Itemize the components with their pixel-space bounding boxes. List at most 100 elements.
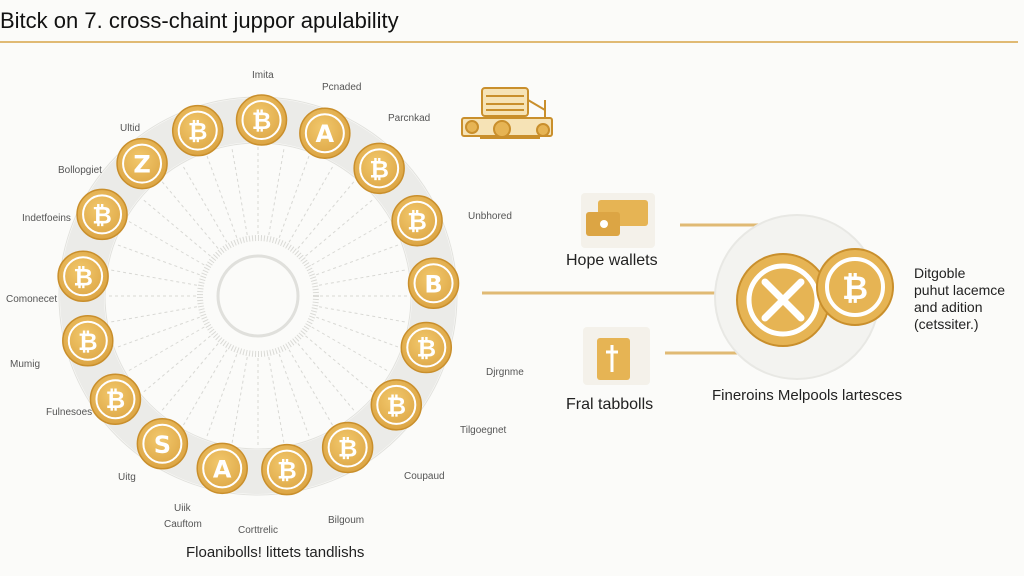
svg-text:₿: ₿ — [73, 263, 93, 291]
svg-text:₿: ₿ — [387, 392, 407, 420]
spoke-line — [278, 354, 310, 438]
spoke-line — [305, 335, 374, 393]
coin-icon: ₿ — [391, 194, 443, 247]
fral-tabbolls-label: Fral tabbolls — [566, 396, 654, 413]
coin-icon: ₿ — [400, 321, 453, 374]
spoke-line — [278, 154, 310, 238]
fineroins-label: Fineroins Melpools lartesces — [712, 387, 903, 404]
right-line: and adition — [914, 299, 983, 315]
spoke-line — [161, 343, 219, 412]
ring-label: Mumig — [10, 359, 41, 370]
coin-icon: S — [136, 418, 189, 470]
spoke-lines — [108, 146, 408, 446]
svg-text:A: A — [213, 455, 232, 483]
coin-icon: ₿ — [57, 250, 109, 303]
ring-label: Indetfoeins — [22, 213, 71, 224]
ring-label: Tilgoegnet — [460, 425, 507, 436]
title-underline — [0, 41, 1018, 43]
svg-text:S: S — [154, 431, 171, 459]
document-icon — [583, 327, 650, 385]
svg-text:₿: ₿ — [369, 155, 389, 183]
coin-icon: ₿ — [235, 94, 288, 146]
spoke-line — [206, 354, 238, 438]
spoke-line — [127, 220, 205, 266]
svg-text:₿: ₿ — [188, 118, 208, 146]
ring-label: Comonecet — [6, 294, 58, 305]
spoke-line — [288, 349, 334, 427]
spoke-line — [318, 306, 406, 323]
ring-label: Parcnkad — [388, 113, 431, 124]
coin-icon: ₿ — [62, 315, 114, 367]
ring-label: Djrgnme — [486, 367, 524, 378]
spoke-line — [116, 316, 200, 348]
page-title: Bitck on 7. cross-chaint juppor apulabil… — [0, 8, 399, 33]
ring-label: Imita — [252, 70, 274, 81]
mining-machine-icon — [461, 87, 553, 139]
coin-icon: A — [196, 442, 248, 495]
svg-text:₿: ₿ — [78, 328, 98, 356]
svg-text:₿: ₿ — [338, 434, 358, 462]
ring-label: Coupaud — [404, 471, 445, 482]
right-line: (cetssiter.) — [914, 316, 979, 332]
svg-text:B: B — [424, 270, 442, 298]
coin-icon: ₿ — [76, 188, 128, 241]
spoke-line — [142, 199, 211, 257]
coin-icon: ₿ — [353, 142, 405, 195]
svg-text:₿: ₿ — [277, 457, 297, 485]
ring-label: Uiik — [174, 503, 191, 514]
spoke-line — [142, 335, 211, 393]
ring-label: Fulnesoes — [46, 407, 93, 418]
spoke-line — [206, 154, 238, 238]
coin-icon: Z — [116, 137, 168, 190]
svg-text:₿: ₿ — [842, 269, 868, 307]
spoke-line — [305, 199, 374, 257]
spoke-line — [316, 244, 400, 276]
ring-label: Ultid — [120, 123, 141, 134]
ring-label: Bilgoum — [328, 515, 365, 526]
svg-text:₿: ₿ — [92, 201, 112, 229]
spoke-line — [127, 326, 205, 372]
right-line: Ditgoble — [914, 265, 966, 281]
ring-label: Bollopgiet — [58, 165, 102, 176]
wallet-icon — [581, 193, 655, 248]
spoke-line — [311, 326, 389, 372]
spoke-line — [297, 180, 355, 249]
svg-text:₿: ₿ — [417, 335, 437, 363]
coin-icon: ₿ — [171, 104, 224, 157]
svg-text:A: A — [316, 120, 335, 148]
coin-icon: ₿ — [89, 373, 142, 425]
ring-label: Cauftom — [164, 519, 202, 530]
spoke-line — [182, 165, 228, 243]
svg-text:Z: Z — [133, 151, 150, 179]
spoke-line — [116, 244, 200, 276]
spoke-line — [268, 356, 285, 444]
coin-icon: ₿ — [321, 421, 374, 474]
spoke-line — [318, 269, 406, 286]
ring-label: Uitg — [118, 472, 136, 483]
ring-label: Pcnaded — [322, 82, 362, 93]
spoke-line — [311, 220, 389, 266]
spoke-line — [268, 148, 285, 236]
exchange-hub: ₿ — [714, 214, 894, 380]
spoke-line — [182, 349, 228, 427]
ring-label: Unbhored — [468, 211, 512, 222]
spoke-line — [288, 165, 334, 243]
coin-ring: ₿ A ₿ ₿ B ₿ ₿ ₿ ₿ A S ₿ ₿ ₿ ₿ Z ₿ — [57, 94, 460, 496]
right-description: Ditgoble puhut lacemce and adition (cets… — [914, 265, 1005, 333]
spoke-line — [231, 148, 248, 236]
hub-circle — [197, 235, 319, 357]
spoke-line — [161, 180, 219, 249]
coin-icon: B — [407, 257, 460, 310]
coin-icon: A — [299, 107, 351, 159]
hope-wallets-label: Hope wallets — [566, 252, 658, 269]
spoke-line — [316, 316, 400, 348]
svg-text:₿: ₿ — [252, 107, 272, 135]
spoke-line — [110, 306, 198, 323]
svg-text:₿: ₿ — [407, 208, 427, 236]
spoke-line — [231, 356, 248, 444]
coin-icon: ₿ — [261, 443, 313, 496]
svg-text:₿: ₿ — [106, 386, 126, 414]
coin-icon: ₿ — [370, 379, 423, 431]
right-line: puhut lacemce — [914, 282, 1006, 298]
